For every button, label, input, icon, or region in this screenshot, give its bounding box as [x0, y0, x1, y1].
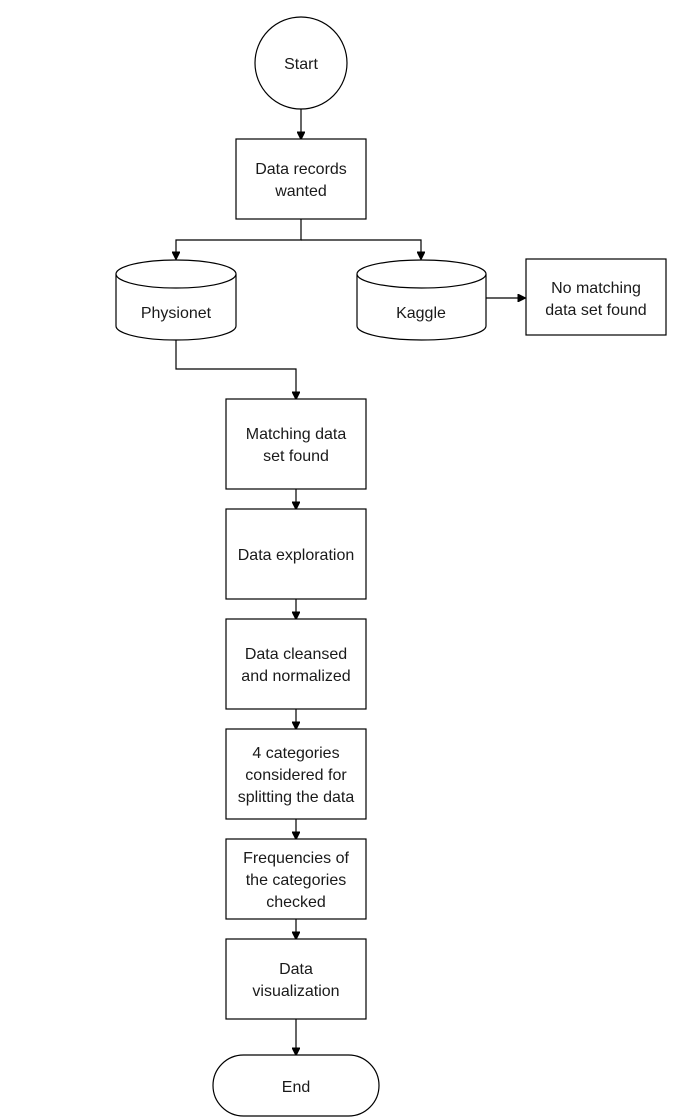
end-node: End	[212, 1054, 380, 1117]
data-records-label-line: Data records	[255, 161, 347, 178]
cleansed-label-line: and normalized	[241, 668, 350, 685]
start-node: Start	[254, 16, 348, 110]
kaggle-database-node: Kaggle	[356, 259, 487, 341]
no-match-node: No matching data set found	[525, 258, 667, 336]
match-found-label-line: set found	[263, 448, 329, 465]
categories-label: 4 categories considered for splitting the …	[238, 745, 355, 806]
frequencies-label: Frequencies of the categories checked	[243, 850, 349, 911]
physionet-database-node: Physionet	[115, 259, 237, 341]
visualization-label-line: Data	[279, 961, 313, 978]
end-label-line: End	[282, 1079, 310, 1096]
edge-records-to-kaggle	[301, 239, 421, 259]
visualization-label: Data visualization	[252, 961, 339, 1000]
categories-label-line: splitting the data	[238, 789, 355, 806]
match-found-label: Matching data set found	[246, 426, 347, 465]
frequencies-label-line: checked	[266, 894, 326, 911]
physionet-label: Physionet	[141, 305, 212, 322]
physionet-label-line: Physionet	[141, 305, 212, 322]
data-records-label-line: wanted	[274, 183, 327, 200]
exploration-label-line: Data exploration	[238, 547, 355, 564]
kaggle-label: Kaggle	[396, 305, 446, 322]
start-label: Start	[284, 56, 318, 73]
data-records-label: Data records wanted	[255, 161, 347, 200]
cleansed-label-line: Data cleansed	[245, 646, 347, 663]
start-label-line: Start	[284, 56, 318, 73]
match-found-label-line: Matching data	[246, 426, 347, 443]
exploration-node: Data exploration	[225, 508, 367, 600]
cleansed-node: Data cleansed and normalized	[225, 618, 367, 710]
kaggle-label-line: Kaggle	[396, 305, 446, 322]
no-match-label-line: No matching	[551, 280, 641, 297]
exploration-label: Data exploration	[238, 547, 355, 564]
categories-label-line: considered for	[245, 767, 347, 784]
frequencies-node: Frequencies of the categories checked	[225, 838, 367, 920]
no-match-label-line: data set found	[545, 302, 646, 319]
frequencies-label-line: the categories	[246, 872, 347, 889]
edge-records-to-physionet	[176, 219, 302, 259]
visualization-node: Data visualization	[225, 938, 367, 1020]
no-match-label: No matching data set found	[545, 280, 646, 319]
edge-physionet-to-match	[175, 340, 296, 399]
edges	[176, 105, 525, 1055]
visualization-label-line: visualization	[252, 983, 339, 1000]
end-label: End	[282, 1079, 310, 1096]
cleansed-label: Data cleansed and normalized	[241, 646, 350, 685]
data-records-node: Data records wanted	[235, 138, 367, 220]
categories-node: 4 categories considered for splitting the …	[225, 728, 367, 820]
categories-label-line: 4 categories	[252, 745, 339, 762]
match-found-node: Matching data set found	[225, 398, 367, 490]
frequencies-label-line: Frequencies of	[243, 850, 349, 867]
